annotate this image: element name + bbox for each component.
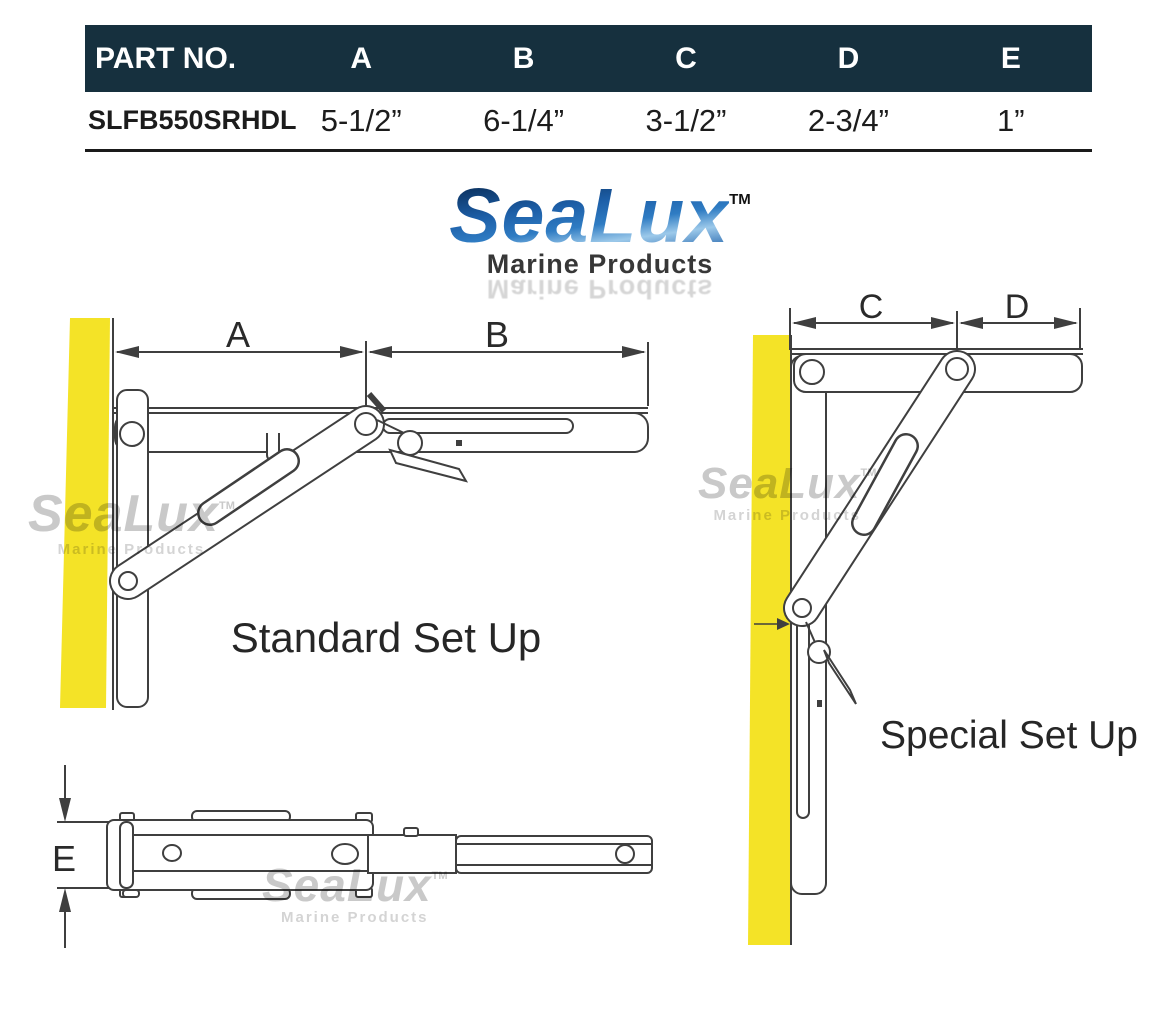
- watermark-tagline: Marine Products: [713, 507, 861, 524]
- watermark-brand: SeaLux: [698, 459, 861, 508]
- dim-a-value: 5-1/2”: [320, 102, 402, 138]
- watermark-standard: SeaLuxTM Marine Products: [28, 488, 235, 557]
- watermark-brand: SeaLux: [262, 859, 432, 911]
- diagonal-arm: [783, 350, 976, 627]
- col-header-part-no: PART NO.: [95, 41, 237, 75]
- standard-setup-label: Standard Set Up: [231, 614, 542, 661]
- logo-brand-text: SeaLux: [449, 173, 730, 259]
- folded-view-diagram: E: [52, 765, 653, 948]
- dim-b-value: 6-1/4”: [483, 102, 565, 138]
- vertical-arm-slot: [796, 617, 810, 819]
- dimension-table-header: PART NO. A B C D E: [85, 25, 1092, 92]
- rail-hole: [615, 844, 635, 864]
- special-setup-label: Special Set Up: [880, 714, 1138, 757]
- col-header-b: B: [512, 41, 535, 75]
- pivot-pin: [945, 357, 969, 381]
- dimension-table: PART NO. A B C D E SLFB550SRHDL 5-1/2” 6…: [85, 25, 1092, 152]
- col-header-d: D: [837, 41, 860, 75]
- standard-setup-diagram: A B Standard Set Up: [109, 314, 649, 710]
- dim-label-e: E: [52, 838, 76, 879]
- mounting-hole: [119, 421, 145, 447]
- dimension-a: [115, 346, 364, 358]
- dimension-e: [59, 765, 71, 948]
- release-trigger: [366, 392, 469, 483]
- mounting-hole: [799, 359, 825, 385]
- dim-label-b: B: [485, 314, 509, 355]
- col-header-a: A: [350, 41, 373, 75]
- dim-c-value: 3-1/2”: [645, 102, 727, 138]
- dim-label-a: A: [226, 314, 250, 355]
- pivot-pin: [354, 412, 378, 436]
- release-trigger: [805, 621, 857, 705]
- col-header-e: E: [1000, 41, 1021, 75]
- logo-tagline: Marine Products: [486, 249, 714, 279]
- lower-pivot-pin: [792, 598, 812, 618]
- wall-strip-special: [748, 335, 790, 945]
- folded-bracket: [106, 810, 653, 900]
- watermark-tm: TM: [218, 500, 235, 512]
- diagonal-arm: [109, 405, 385, 600]
- watermark-tagline: Marine Products: [281, 909, 429, 926]
- watermark-special: SeaLuxTM Marine Products: [698, 459, 877, 524]
- special-setup-diagram: C D Special Set Up: [754, 288, 1138, 945]
- watermark-tagline: Marine Products: [57, 541, 206, 558]
- dim-d-value: 2-3/4”: [807, 102, 889, 138]
- wall-strip-standard: [60, 318, 110, 708]
- table-row: SLFB550SRHDL 5-1/2” 6-1/4” 3-1/2” 2-3/4”…: [85, 92, 1092, 152]
- sealux-logo: SeaLuxTM Marine Products Marine Products: [400, 178, 800, 303]
- dim-e-value: 1”: [997, 102, 1025, 138]
- wall-pointer-arrow: [754, 618, 790, 630]
- part-number: SLFB550SRHDL: [88, 105, 297, 135]
- dim-label-d: D: [1005, 288, 1030, 326]
- telescoping-rail: [455, 835, 653, 874]
- watermark-folded: SeaLuxTM Marine Products: [262, 862, 448, 925]
- dim-label-c: C: [859, 288, 884, 326]
- watermark-tm: TM: [431, 870, 448, 882]
- watermark-tm: TM: [860, 467, 877, 479]
- col-header-c: C: [675, 41, 697, 75]
- connector-block: [367, 834, 457, 874]
- dimension-d: [959, 317, 1078, 329]
- watermark-brand: SeaLux: [28, 485, 219, 543]
- hinge-pin: [119, 821, 134, 889]
- lower-pivot-pin: [118, 571, 138, 591]
- logo-brand-line: SeaLuxTM: [400, 178, 800, 255]
- dimension-b: [368, 346, 646, 358]
- rail-hole: [331, 843, 359, 865]
- rail-hole: [162, 844, 182, 862]
- trademark-symbol: TM: [729, 191, 751, 208]
- dimension-c: [792, 317, 955, 329]
